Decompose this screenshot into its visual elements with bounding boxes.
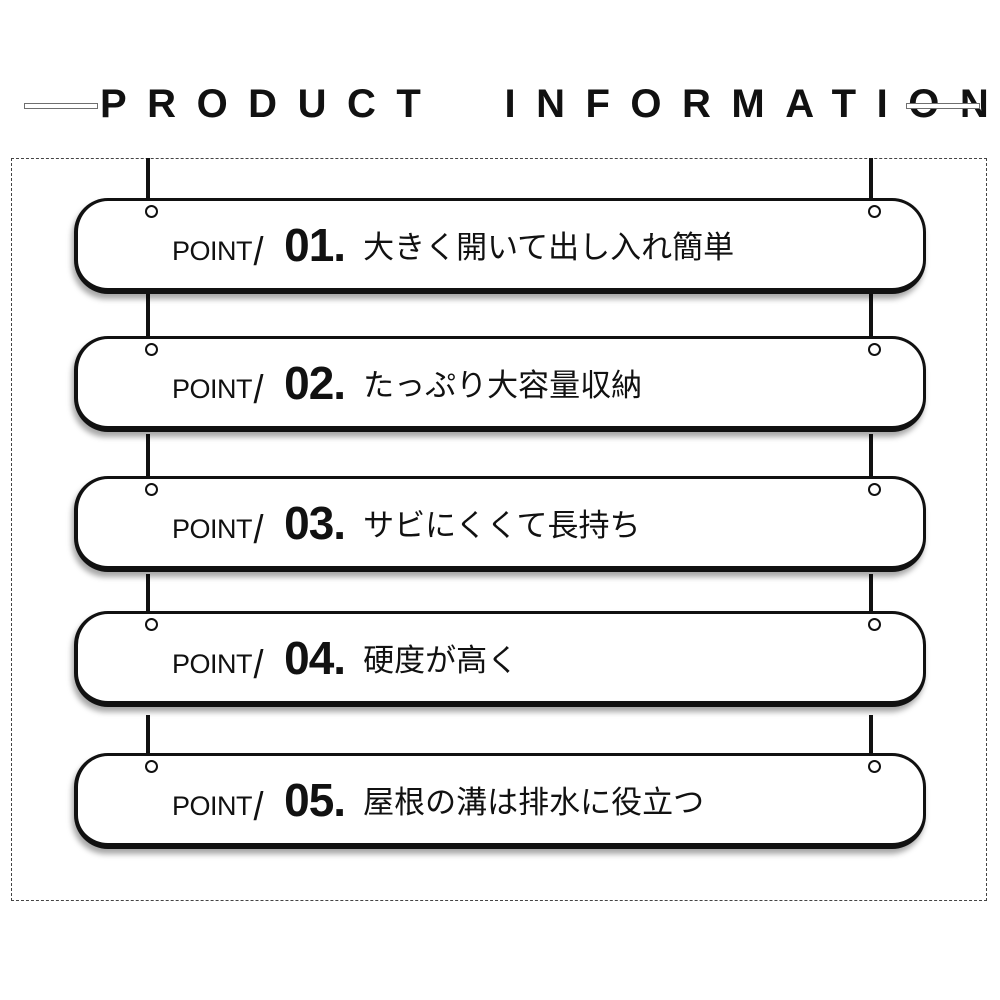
point-slash: / (253, 785, 264, 829)
point-label: POINT (172, 374, 253, 404)
point-slash: / (253, 230, 264, 274)
point-number: 04. (284, 631, 346, 684)
ring-left-icon (145, 205, 158, 218)
page-title: PRODUCT INFORMATION (100, 82, 1000, 126)
connector-top-left (146, 158, 150, 200)
point-slash: / (253, 368, 264, 412)
ring-left-icon (145, 343, 158, 356)
connector-2-3-right (869, 434, 873, 478)
point-text: 大きく開いて出し入れ簡単 (363, 230, 735, 266)
point-card-3: POINT / 03. サビにくくて長持ち (74, 476, 926, 572)
point-card-1: POINT / 01. 大きく開いて出し入れ簡単 (74, 198, 926, 294)
ring-right-icon (868, 343, 881, 356)
point-label: POINT (172, 649, 253, 679)
connector-4-5-left (146, 715, 150, 755)
ring-right-icon (868, 760, 881, 773)
point-text: 硬度が高く (363, 643, 519, 679)
connector-top-right (869, 158, 873, 200)
point-number: 02. (284, 356, 346, 409)
point-text: たっぷり大容量収納 (363, 368, 643, 404)
dashed-frame (11, 158, 987, 901)
point-number: 01. (284, 218, 346, 271)
point-number: 03. (284, 496, 346, 549)
point-text: サビにくくて長持ち (363, 508, 641, 544)
ring-right-icon (868, 483, 881, 496)
point-card-4: POINT / 04. 硬度が高く (74, 611, 926, 707)
point-label: POINT (172, 514, 253, 544)
point-card-5: POINT / 05. 屋根の溝は排水に役立つ (74, 753, 926, 849)
point-slash: / (253, 643, 264, 687)
point-text: 屋根の溝は排水に役立つ (363, 785, 705, 821)
connector-3-4-left (146, 574, 150, 613)
point-label: POINT (172, 236, 253, 266)
connector-1-2-right (869, 294, 873, 338)
point-number: 05. (284, 773, 346, 826)
header-decor-line-left (24, 103, 98, 109)
connector-3-4-right (869, 574, 873, 613)
point-slash: / (253, 508, 264, 552)
ring-left-icon (145, 618, 158, 631)
ring-left-icon (145, 483, 158, 496)
connector-2-3-left (146, 434, 150, 478)
connector-4-5-right (869, 715, 873, 755)
point-label: POINT (172, 791, 253, 821)
connector-1-2-left (146, 294, 150, 338)
point-card-2: POINT / 02. たっぷり大容量収納 (74, 336, 926, 432)
ring-right-icon (868, 618, 881, 631)
header-decor-line-right (906, 103, 980, 109)
ring-left-icon (145, 760, 158, 773)
ring-right-icon (868, 205, 881, 218)
